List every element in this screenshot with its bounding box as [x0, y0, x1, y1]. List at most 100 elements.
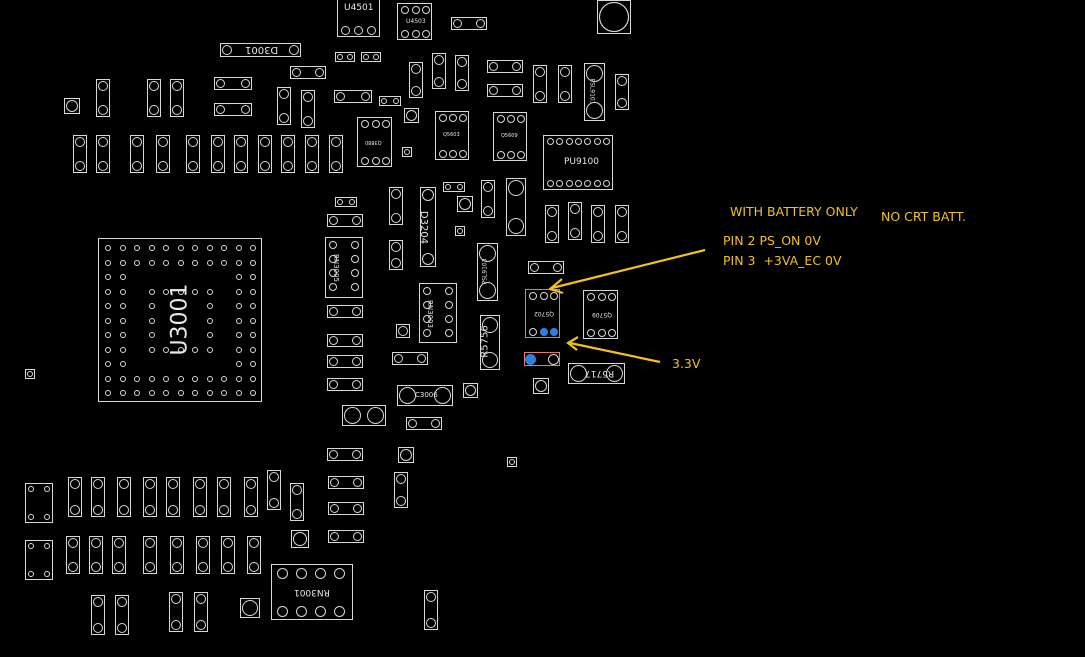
- pad[interactable]: [119, 245, 126, 251]
- pad[interactable]: [391, 189, 401, 199]
- pad[interactable]: [423, 329, 431, 337]
- passive-component[interactable]: [528, 261, 564, 274]
- pad[interactable]: [148, 375, 155, 382]
- component-r5717[interactable]: R5717: [568, 363, 625, 384]
- passive-component[interactable]: [112, 536, 126, 574]
- pad[interactable]: [336, 92, 345, 101]
- passive-component[interactable]: [342, 405, 386, 426]
- pad[interactable]: [149, 105, 159, 115]
- passive-component[interactable]: [591, 205, 605, 243]
- pad[interactable]: [329, 241, 337, 249]
- pad[interactable]: [134, 375, 140, 382]
- pad[interactable]: [352, 357, 361, 366]
- pad[interactable]: [213, 161, 223, 171]
- pad[interactable]: [422, 253, 434, 265]
- pad[interactable]: [349, 199, 355, 205]
- pad[interactable]: [445, 287, 453, 295]
- pad[interactable]: [216, 105, 225, 114]
- pad[interactable]: [221, 259, 227, 266]
- pad[interactable]: [361, 92, 370, 101]
- component-rn3001[interactable]: RN3001: [271, 564, 353, 620]
- pad[interactable]: [426, 618, 436, 628]
- pad[interactable]: [547, 207, 557, 217]
- pad[interactable]: [535, 67, 545, 77]
- pad[interactable]: [347, 54, 353, 60]
- pad[interactable]: [134, 390, 140, 396]
- pad[interactable]: [195, 479, 205, 489]
- pad[interactable]: [393, 98, 399, 104]
- pad[interactable]: [406, 110, 417, 121]
- pad[interactable]: [163, 245, 169, 251]
- pad[interactable]: [28, 543, 34, 549]
- pad[interactable]: [177, 288, 184, 295]
- pad[interactable]: [171, 594, 181, 604]
- passive-component[interactable]: [156, 135, 170, 173]
- passive-component[interactable]: [66, 536, 80, 574]
- pad[interactable]: [351, 283, 359, 291]
- test-point[interactable]: [404, 108, 419, 123]
- passive-component[interactable]: [389, 240, 403, 270]
- pad[interactable]: [361, 120, 369, 128]
- pad[interactable]: [119, 303, 126, 309]
- pad[interactable]: [206, 390, 213, 396]
- pad[interactable]: [401, 6, 409, 14]
- pad[interactable]: [507, 115, 515, 123]
- pad[interactable]: [556, 180, 564, 187]
- pad[interactable]: [192, 375, 198, 382]
- component-u4503[interactable]: U4503: [397, 3, 432, 40]
- pad[interactable]: [44, 486, 50, 492]
- pad[interactable]: [68, 562, 78, 572]
- pad[interactable]: [457, 57, 467, 67]
- passive-component[interactable]: [234, 135, 248, 173]
- pad[interactable]: [70, 505, 80, 515]
- test-point[interactable]: [240, 598, 260, 618]
- pad[interactable]: [586, 65, 603, 82]
- passive-component[interactable]: [217, 477, 231, 517]
- pad[interactable]: [250, 375, 256, 382]
- pad[interactable]: [315, 68, 324, 77]
- pad[interactable]: [119, 505, 129, 515]
- pad[interactable]: [382, 120, 390, 128]
- pad[interactable]: [98, 81, 108, 91]
- pad[interactable]: [132, 161, 142, 171]
- pad[interactable]: [148, 317, 155, 324]
- pad[interactable]: [525, 354, 536, 365]
- pad[interactable]: [168, 505, 178, 515]
- pad[interactable]: [219, 479, 229, 489]
- pad[interactable]: [329, 255, 337, 263]
- passive-component[interactable]: [214, 103, 252, 116]
- pad[interactable]: [235, 375, 242, 382]
- passive-component[interactable]: [290, 483, 304, 521]
- pad[interactable]: [334, 606, 345, 617]
- pad[interactable]: [192, 346, 198, 353]
- pad[interactable]: [269, 472, 279, 482]
- pad[interactable]: [145, 538, 155, 548]
- pad[interactable]: [593, 180, 601, 187]
- pad[interactable]: [445, 301, 453, 309]
- pad[interactable]: [303, 92, 313, 102]
- pad[interactable]: [411, 64, 421, 74]
- pad[interactable]: [177, 375, 184, 382]
- pad[interactable]: [148, 288, 155, 295]
- pad[interactable]: [98, 137, 108, 147]
- test-point[interactable]: [398, 447, 414, 463]
- pad[interactable]: [465, 385, 476, 396]
- pad[interactable]: [279, 113, 289, 123]
- test-point[interactable]: [507, 457, 517, 467]
- component-q3880[interactable]: Q3880: [357, 117, 392, 167]
- pad[interactable]: [206, 288, 213, 295]
- pad[interactable]: [434, 55, 444, 65]
- pad[interactable]: [353, 504, 362, 513]
- pad[interactable]: [91, 562, 101, 572]
- pad[interactable]: [177, 245, 184, 251]
- pad[interactable]: [236, 137, 246, 147]
- pad[interactable]: [507, 151, 515, 159]
- passive-component[interactable]: [328, 530, 364, 543]
- pad[interactable]: [91, 538, 101, 548]
- pad[interactable]: [329, 216, 338, 225]
- pad[interactable]: [296, 568, 307, 579]
- pad[interactable]: [508, 218, 524, 234]
- pad[interactable]: [235, 361, 242, 367]
- pad[interactable]: [565, 180, 573, 187]
- passive-component[interactable]: [211, 135, 225, 173]
